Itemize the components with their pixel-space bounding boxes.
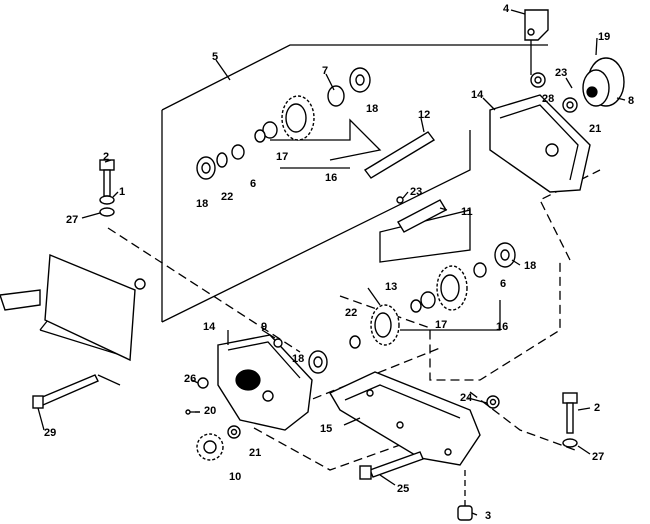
shaft-part-12 bbox=[363, 131, 436, 179]
callout-2-right: 2 bbox=[594, 402, 600, 414]
callout-13: 13 bbox=[385, 281, 397, 293]
callout-17-lower: 17 bbox=[435, 319, 447, 331]
washer-part-27-left bbox=[99, 207, 115, 217]
bolt-part-2-left bbox=[99, 159, 115, 197]
collar-part-17-upper bbox=[254, 121, 278, 143]
bolt-part-29 bbox=[32, 374, 99, 409]
callout-16-upper: 16 bbox=[325, 172, 337, 184]
bracket-part-4 bbox=[524, 9, 549, 75]
pulley-part-8 bbox=[582, 57, 625, 107]
sprocket-part-10 bbox=[196, 433, 224, 461]
callout-22-lower: 22 bbox=[345, 307, 357, 319]
callout-18-top: 18 bbox=[366, 103, 378, 115]
bearing-part-18-lower bbox=[308, 350, 328, 374]
callout-6-upper: 6 bbox=[250, 178, 256, 190]
pin-part-9 bbox=[273, 338, 283, 348]
dashed-assembly-lines bbox=[107, 169, 601, 471]
collar-part-17-lower bbox=[410, 291, 436, 313]
callout-2-left: 2 bbox=[103, 151, 109, 163]
ring-part-22-upper bbox=[216, 152, 228, 168]
base-plate-part-15 bbox=[329, 371, 481, 466]
group-brackets bbox=[39, 44, 548, 386]
mounting-bracket-left bbox=[0, 253, 146, 362]
callout-25: 25 bbox=[397, 483, 409, 495]
nut-part-24 bbox=[486, 395, 500, 409]
callout-8: 8 bbox=[628, 95, 634, 107]
callout-3: 3 bbox=[485, 510, 491, 522]
housing-part-14-upper bbox=[489, 94, 591, 193]
callout-14-lower: 14 bbox=[203, 321, 216, 333]
callout-29: 29 bbox=[44, 427, 56, 439]
bearing-part-18-right bbox=[494, 242, 516, 268]
ring-part-6-lower bbox=[473, 262, 487, 278]
callout-5: 5 bbox=[212, 51, 218, 63]
housing-part-14-lower bbox=[217, 334, 313, 431]
leader-lines bbox=[37, 9, 626, 516]
washer-part-27-right bbox=[562, 438, 578, 448]
spacer-part-7 bbox=[327, 85, 345, 107]
callout-17-upper: 17 bbox=[276, 151, 288, 163]
callout-20: 20 bbox=[204, 405, 216, 417]
callout-22-upper: 22 bbox=[221, 191, 233, 203]
gear-part-upper bbox=[281, 95, 315, 141]
callout-28: 28 bbox=[542, 93, 554, 105]
callout-11: 11 bbox=[461, 206, 473, 218]
nut-part-28 bbox=[530, 72, 546, 88]
callout-18-lower: 18 bbox=[292, 353, 304, 365]
callout-27-right: 27 bbox=[592, 451, 604, 463]
gear-part-lower-right bbox=[436, 265, 468, 311]
callout-24: 24 bbox=[460, 392, 473, 404]
screw-part-26 bbox=[197, 377, 209, 389]
washer-part-21-upper bbox=[562, 97, 578, 113]
callout-27-left: 27 bbox=[66, 214, 78, 226]
callout-18-upper-left: 18 bbox=[196, 198, 208, 210]
callout-12: 12 bbox=[418, 109, 430, 121]
ring-part-22-lower bbox=[349, 335, 361, 349]
ring-part-6-upper bbox=[231, 144, 245, 160]
gear-part-13 bbox=[370, 304, 400, 346]
callout-16-lower: 16 bbox=[496, 321, 508, 333]
bolt-part-2-right bbox=[562, 392, 578, 434]
callout-1: 1 bbox=[119, 186, 125, 198]
callout-10: 10 bbox=[229, 471, 241, 483]
washer-part-1 bbox=[99, 195, 115, 205]
callout-19: 19 bbox=[598, 31, 610, 43]
washer-part-21-lower bbox=[227, 425, 241, 439]
callout-18-right: 18 bbox=[524, 260, 536, 272]
bolt-part-25 bbox=[359, 451, 424, 480]
bearing-part-18-upper-left bbox=[196, 156, 216, 180]
callout-23-upper: 23 bbox=[555, 67, 567, 79]
callout-23-lower: 23 bbox=[410, 186, 422, 198]
callout-15: 15 bbox=[320, 423, 332, 435]
callout-labels: 1 2 2 3 4 5 6 6 7 8 9 10 11 12 13 14 14 … bbox=[44, 3, 634, 522]
callout-21-lower: 21 bbox=[249, 447, 261, 459]
callout-9: 9 bbox=[261, 321, 267, 333]
callout-21-upper: 21 bbox=[589, 123, 601, 135]
callout-14-upper: 14 bbox=[471, 89, 484, 101]
callout-4: 4 bbox=[503, 3, 510, 15]
callout-7: 7 bbox=[322, 65, 328, 77]
callout-26: 26 bbox=[184, 373, 196, 385]
nut-part-3 bbox=[457, 470, 473, 521]
callout-6-lower: 6 bbox=[500, 278, 506, 290]
bearing-part-18-top bbox=[349, 67, 371, 93]
